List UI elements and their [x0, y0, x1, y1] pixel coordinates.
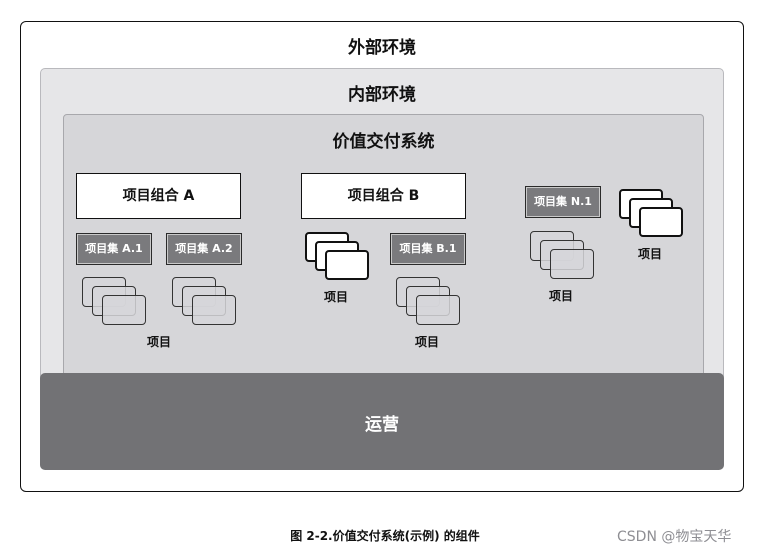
- project-stack-b1-icon: [396, 277, 462, 327]
- project-label-direct: 项目: [637, 247, 662, 261]
- portfolio-a: 项目组合 A: [76, 173, 241, 219]
- portfolio-b: 项目组合 B: [301, 173, 466, 219]
- program-a2: 项目集 A.2: [166, 233, 242, 265]
- project-stack-b-direct-icon: [305, 232, 371, 282]
- project-stack-a1-icon: [82, 277, 148, 327]
- csdn-watermark: CSDN @物宝天华: [617, 529, 732, 545]
- project-stack-a2-icon: [172, 277, 238, 327]
- project-label-n1: 项目: [548, 289, 573, 303]
- project-label-b-direct: 项目: [323, 290, 348, 304]
- program-n1: 项目集 N.1: [525, 186, 601, 218]
- value-delivery-system-title: 价值交付系统: [332, 132, 435, 152]
- program-b1: 项目集 B.1: [390, 233, 466, 265]
- figure-caption: 图 2-2.价值交付系统(示例) 的组件: [290, 529, 480, 543]
- project-stack-direct-icon: [619, 189, 685, 239]
- operations-block: [40, 373, 724, 470]
- project-label-a: 项目: [146, 335, 171, 349]
- program-a1: 项目集 A.1: [76, 233, 152, 265]
- internal-environment-title: 内部环境: [348, 85, 416, 105]
- project-label-b1: 项目: [414, 335, 439, 349]
- project-stack-n1-icon: [530, 231, 596, 281]
- external-environment-title: 外部环境: [348, 38, 416, 58]
- operations-title: 运营: [365, 415, 399, 435]
